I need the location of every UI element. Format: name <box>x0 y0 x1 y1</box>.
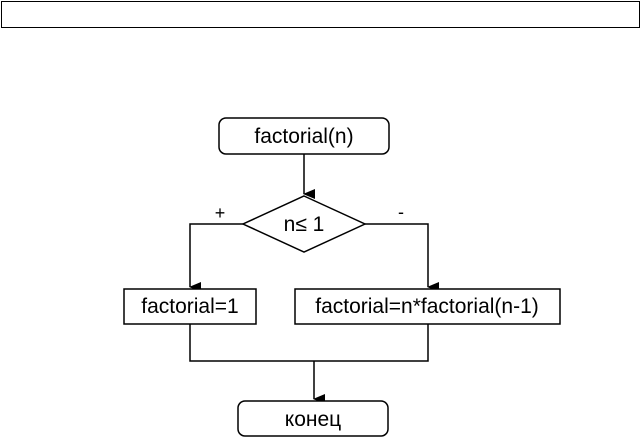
end-terminator <box>237 400 389 437</box>
merge-connector <box>189 324 429 362</box>
branch-yes-label: + <box>215 203 226 223</box>
start-label: factorial(n) <box>254 125 353 148</box>
decision-diamond <box>241 195 367 253</box>
decision-label: n≤ 1 <box>284 213 325 236</box>
connector-no-branch <box>365 223 439 292</box>
end-label: конец <box>285 408 341 431</box>
process-box-no <box>294 288 561 325</box>
top-bar <box>1 1 640 28</box>
connector-yes-branch <box>189 223 243 292</box>
process-yes-label: factorial=1 <box>141 295 238 318</box>
branch-no-label: - <box>398 202 404 222</box>
process-box-yes <box>123 288 257 325</box>
process-no-label: factorial=n*factorial(n-1) <box>315 295 539 318</box>
